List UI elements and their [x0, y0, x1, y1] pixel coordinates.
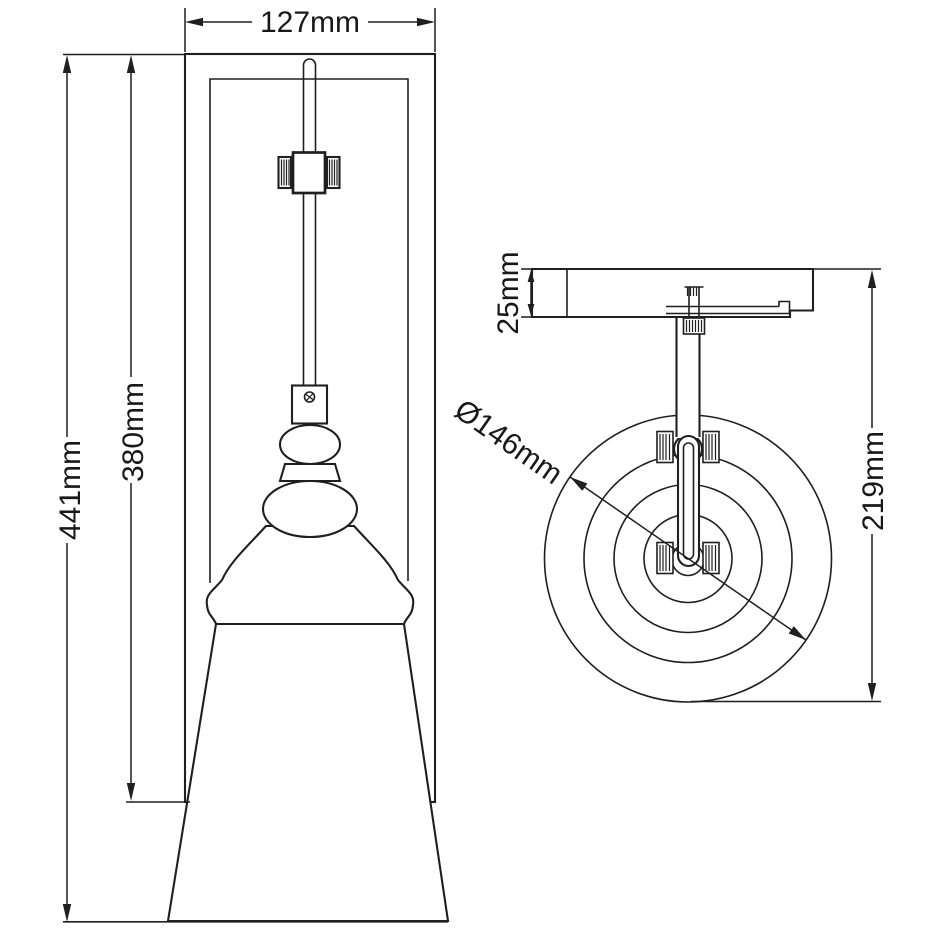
- dim-front-overall-height-label: 441mm: [54, 440, 87, 540]
- front-finial-bulbs: [261, 423, 359, 539]
- front-shade-cone: [166, 623, 450, 923]
- dim-side-projection-height-label: 219mm: [857, 431, 890, 531]
- front-rod: [302, 58, 317, 386]
- side-mounting-plate: [530, 267, 815, 335]
- socket-screw-icon: [303, 391, 316, 403]
- dim-front-width-label: 127mm: [260, 6, 360, 39]
- dim-front-backplate-height-label: 380mm: [117, 382, 150, 482]
- dim-front-width: 127mm: [184, 6, 436, 52]
- front-adjustment-block: [277, 151, 341, 195]
- dim-side-projection-height: 219mm: [691, 268, 890, 703]
- hinge-thumb-nuts: [656, 430, 720, 575]
- dim-front-overall-height: 441mm: [54, 53, 185, 922]
- dim-side-shade-diameter-label: Ø146mm: [448, 393, 568, 491]
- side-view: 25mm Ø146mm 219mm: [448, 251, 890, 703]
- dim-side-plate-depth-label: 25mm: [492, 251, 525, 334]
- front-shade-bell: [205, 524, 415, 626]
- dim-side-plate-depth: 25mm: [492, 251, 535, 335]
- side-swivel-arm: [656, 317, 720, 575]
- front-lamp-socket: [290, 384, 329, 425]
- dim-front-backplate-height: 380mm: [117, 55, 190, 803]
- front-view: 127mm 441mm 380mm: [54, 6, 450, 923]
- side-center-screw: [682, 286, 706, 335]
